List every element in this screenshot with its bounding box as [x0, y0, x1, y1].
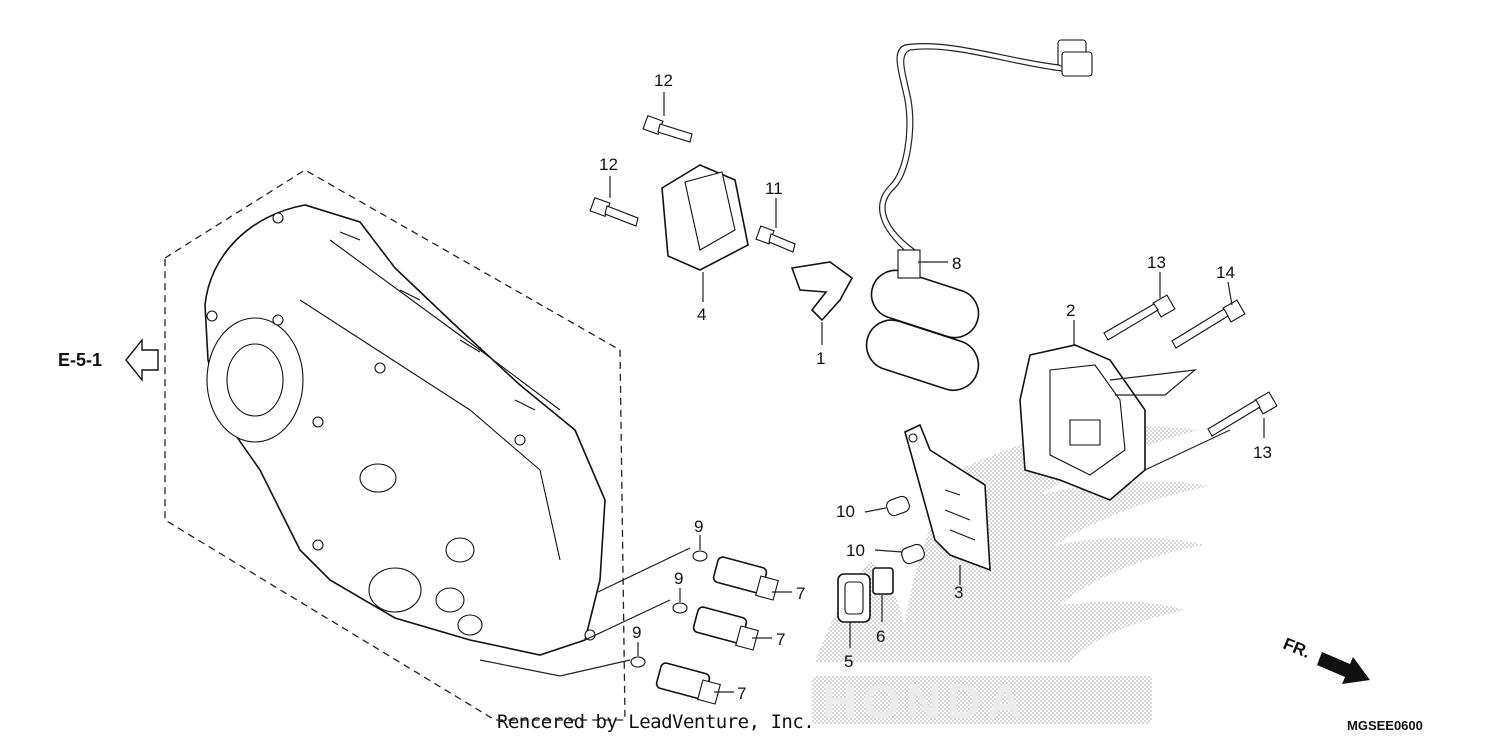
- callout-12-upper: 12: [654, 71, 673, 90]
- bolt-14: [1171, 299, 1246, 349]
- callout-7-middle: 7: [776, 630, 785, 649]
- callout-9-lower: 9: [632, 623, 641, 642]
- callout-10-upper: 10: [836, 502, 855, 521]
- front-arrow-icon: [1317, 652, 1370, 684]
- callout-14: 14: [1216, 263, 1235, 282]
- honda-wing-logo: [815, 426, 1210, 662]
- reference-arrow: E-5-1: [58, 338, 159, 382]
- washer-9-lower: [630, 656, 646, 668]
- credit-text: Rencered by LeadVenture, Inc.: [497, 711, 815, 733]
- callout-2: 2: [1066, 301, 1075, 320]
- transmission-cover-illustration: [204, 204, 606, 656]
- callout-9-upper: 9: [694, 517, 703, 536]
- bolt-13-lower: [1207, 391, 1278, 437]
- sensor-7-middle: [692, 606, 759, 651]
- callout-7-upper: 7: [796, 584, 805, 603]
- callout-11: 11: [765, 179, 783, 198]
- leader-lines: [479, 92, 1265, 693]
- callout-9-middle: 9: [674, 569, 683, 588]
- callout-5: 5: [844, 652, 853, 671]
- callout-6: 6: [876, 627, 885, 646]
- valve-body-2: [1019, 344, 1231, 501]
- callout-13-lower: 13: [1253, 443, 1272, 462]
- honda-wordmark-logo: [812, 676, 1152, 724]
- clip-1: [790, 261, 854, 322]
- front-direction-arrow: FR.: [1281, 634, 1370, 684]
- callout-1: 1: [816, 349, 825, 368]
- plate-3: [904, 423, 991, 572]
- front-label: FR.: [1281, 634, 1314, 662]
- callout-13-upper: 13: [1147, 253, 1166, 272]
- callout-3: 3: [954, 583, 963, 602]
- collar-10-lower: [901, 543, 925, 565]
- washer-9-upper: [692, 550, 708, 562]
- left-arrow-icon: [125, 338, 159, 382]
- gasket-5: [837, 573, 871, 623]
- callout-10-lower: 10: [846, 541, 865, 560]
- callout-7-lower: 7: [737, 684, 746, 703]
- bolt-12-lower: [589, 196, 639, 227]
- bolt-12-upper: [642, 114, 693, 143]
- solenoid-8: [865, 39, 1093, 391]
- watermark-text: HONDA: [822, 676, 1028, 729]
- sensor-7-lower: [655, 662, 721, 705]
- callout-4: 4: [697, 305, 706, 324]
- bolt-11: [755, 225, 796, 253]
- washer-9-middle: [672, 602, 688, 614]
- bolt-13-upper: [1103, 294, 1176, 341]
- collar-10-upper: [886, 495, 910, 517]
- diagram-code: MGSEE0600: [1347, 718, 1423, 733]
- connector-6: [872, 567, 894, 595]
- cover-4: [661, 164, 749, 271]
- callout-8: 8: [952, 254, 961, 273]
- callout-12-lower: 12: [599, 155, 618, 174]
- reference-label: E-5-1: [58, 350, 102, 370]
- sensor-7-upper: [712, 556, 779, 601]
